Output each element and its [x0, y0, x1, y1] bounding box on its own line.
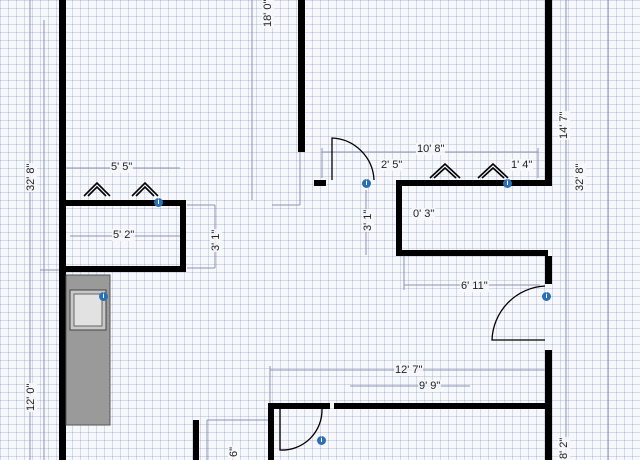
dim-left-lower: 12' 0" [25, 382, 37, 412]
sink-basin [73, 293, 103, 327]
dim-right-height: 32' 8" [574, 162, 586, 192]
bath-fixture-icon [481, 166, 505, 179]
lower-room-left-wall [268, 403, 274, 460]
dim-lower-inner: 9' 9" [418, 380, 442, 392]
right-wall-segment [545, 256, 552, 284]
bath-bottom-wall [396, 250, 548, 256]
dim-lower-width: 12' 7" [394, 364, 424, 376]
lower-room-wall-right [334, 403, 548, 409]
bath-left-wall [396, 180, 402, 256]
dim-bath-width: 10' 8" [416, 143, 446, 155]
dim-bath-door: 2' 5" [380, 159, 404, 171]
info-marker-icon[interactable]: i [317, 436, 326, 445]
lower-room-wall [270, 403, 330, 409]
closet-top-wall [66, 200, 186, 206]
hall-door-swing [491, 285, 546, 341]
closet-right-wall [180, 200, 186, 272]
dim-right-upper: 14' 7" [558, 110, 570, 140]
info-marker-icon[interactable]: i [542, 292, 551, 301]
dim-bath-depth: 3' 1" [362, 208, 374, 232]
dim-closet-top: 5' 5" [110, 161, 134, 173]
closet-bottom-wall [66, 266, 186, 272]
bath-fixture-icon [477, 162, 509, 179]
closet-fixture-icon [131, 181, 159, 197]
doors [279, 137, 546, 451]
kitchen-counter[interactable] [65, 274, 111, 426]
info-marker-icon[interactable]: i [154, 198, 163, 207]
dim-bath-small: 1' 4" [510, 159, 534, 171]
dim-bottom-small: 6" [228, 445, 240, 458]
bath-wall-stub [314, 180, 326, 186]
dim-top-vertical: 18' 0" [262, 0, 274, 28]
bath-fixture-icon [433, 166, 457, 179]
dim-bottom-right: 8' 2" [558, 436, 570, 460]
bedroom-wall [298, 0, 305, 152]
dim-left-height: 32' 8" [25, 162, 37, 192]
bath-fixture-icon [429, 162, 461, 179]
info-marker-icon[interactable]: i [503, 179, 512, 188]
dim-closet-depth: 3' 1" [210, 228, 222, 252]
dim-hall-width: 6' 11" [460, 280, 489, 292]
info-marker-icon[interactable]: i [362, 179, 371, 188]
lower-left-wall-stub [193, 420, 199, 460]
dim-bath-offset: 0' 3" [412, 208, 436, 220]
bath-top-wall [396, 180, 552, 186]
closet-fixture-icon [135, 185, 155, 197]
closet-fixture-icon [87, 185, 107, 197]
left-exterior-wall [59, 0, 66, 460]
fixtures [83, 162, 509, 197]
right-exterior-wall-upper [545, 0, 552, 186]
closet-fixture-icon [83, 181, 111, 197]
bath-door-swing [331, 137, 375, 181]
walls [59, 0, 552, 460]
right-exterior-wall-lower [545, 350, 552, 460]
info-marker-icon[interactable]: i [99, 292, 108, 301]
dim-closet-inner: 5' 2" [112, 229, 136, 241]
lower-door-swing [279, 408, 323, 451]
